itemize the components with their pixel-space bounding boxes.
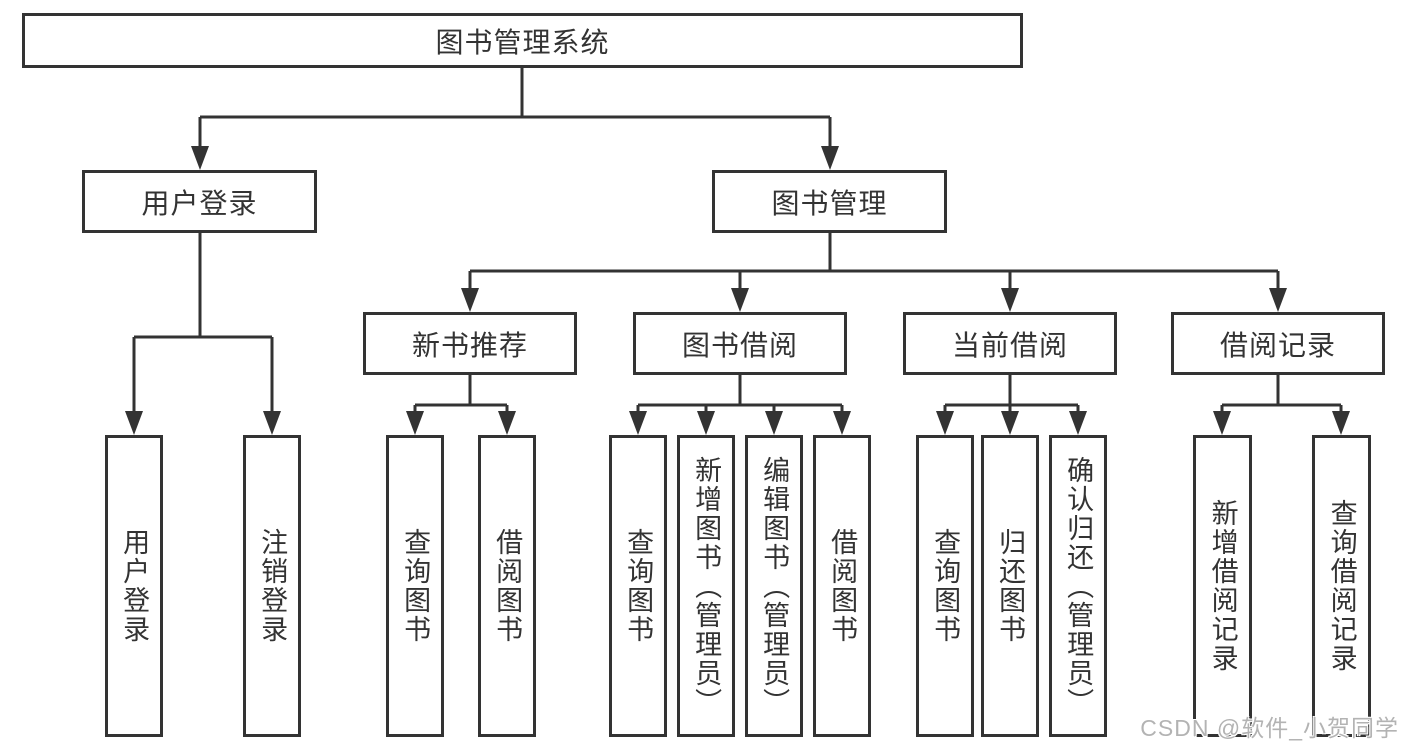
connector-new-book-recommend-children [413, 375, 509, 413]
arrow-down-icon [1269, 288, 1287, 312]
arrow-down-icon [629, 411, 647, 435]
leaf-label: 查询图书 [623, 528, 654, 644]
arrow-down-icon [697, 411, 715, 435]
leaf-add-books-admin: 新增图书（管理员） [677, 435, 735, 737]
leaf-label: 编辑图书（管理员） [759, 455, 790, 717]
leaf-confirm-return-admin: 确认归还（管理员） [1049, 435, 1107, 737]
leaf-add-borrow-record: 新增借阅记录 [1193, 435, 1252, 737]
arrow-down-icon [1069, 411, 1087, 435]
leaf-label: 查询图书 [400, 528, 431, 644]
leaf-query-books-recommend: 查询图书 [386, 435, 444, 737]
node-book-management: 图书管理 [712, 170, 947, 233]
arrow-down-icon [821, 146, 839, 170]
node-book-borrowing: 图书借阅 [633, 312, 847, 375]
node-new-book-recommend: 新书推荐 [363, 312, 577, 375]
arrow-down-icon [936, 411, 954, 435]
connector-book-management-children [468, 233, 1280, 290]
arrow-down-icon [731, 288, 749, 312]
node-current-borrowing: 当前借阅 [903, 312, 1117, 375]
leaf-user-login: 用户登录 [105, 435, 163, 737]
leaf-label: 确认归还（管理员） [1063, 455, 1094, 717]
leaf-query-books-borrowing: 查询图书 [609, 435, 667, 737]
connector-current-borrowing-children [943, 375, 1080, 413]
arrow-down-icon [498, 411, 516, 435]
leaf-label: 新增借阅记录 [1207, 499, 1238, 673]
arrow-down-icon [1001, 411, 1019, 435]
leaf-return-books: 归还图书 [981, 435, 1039, 737]
arrow-down-icon [1001, 288, 1019, 312]
leaf-edit-books-admin: 编辑图书（管理员） [745, 435, 803, 737]
arrow-down-icon [765, 411, 783, 435]
connector-user-login-children [132, 233, 274, 413]
connector-lines [132, 68, 1343, 413]
leaf-query-books-current: 查询图书 [916, 435, 974, 737]
leaf-label: 借阅图书 [492, 528, 523, 644]
arrow-down-icon [1332, 411, 1350, 435]
leaf-query-borrow-record: 查询借阅记录 [1312, 435, 1371, 737]
connector-book-borrowing-children [636, 375, 844, 413]
leaf-label: 新增图书（管理员） [691, 455, 722, 717]
node-user-login: 用户登录 [82, 170, 317, 233]
leaf-label: 查询图书 [930, 528, 961, 644]
leaf-label: 注销登录 [257, 528, 288, 644]
leaf-label: 用户登录 [119, 528, 150, 644]
arrow-down-icon [833, 411, 851, 435]
node-borrowing-records: 借阅记录 [1171, 312, 1385, 375]
connector-borrowing-records-children [1220, 375, 1343, 413]
node-root: 图书管理系统 [22, 13, 1023, 68]
arrow-down-icon [406, 411, 424, 435]
leaf-label: 查询借阅记录 [1326, 499, 1357, 673]
watermark-text: CSDN @软件_小贺同学 [1140, 715, 1399, 741]
leaf-borrow-books-borrowing: 借阅图书 [813, 435, 871, 737]
arrow-down-icon [461, 288, 479, 312]
leaf-logout: 注销登录 [243, 435, 301, 737]
leaf-label: 借阅图书 [827, 528, 858, 644]
connector-root-to-level2 [198, 68, 832, 148]
arrow-down-icon [263, 411, 281, 435]
arrow-down-icon [125, 411, 143, 435]
arrow-down-icon [1213, 411, 1231, 435]
arrowheads [125, 146, 1350, 435]
leaf-borrow-books-recommend: 借阅图书 [478, 435, 536, 737]
arrow-down-icon [191, 146, 209, 170]
leaf-label: 归还图书 [995, 528, 1026, 644]
